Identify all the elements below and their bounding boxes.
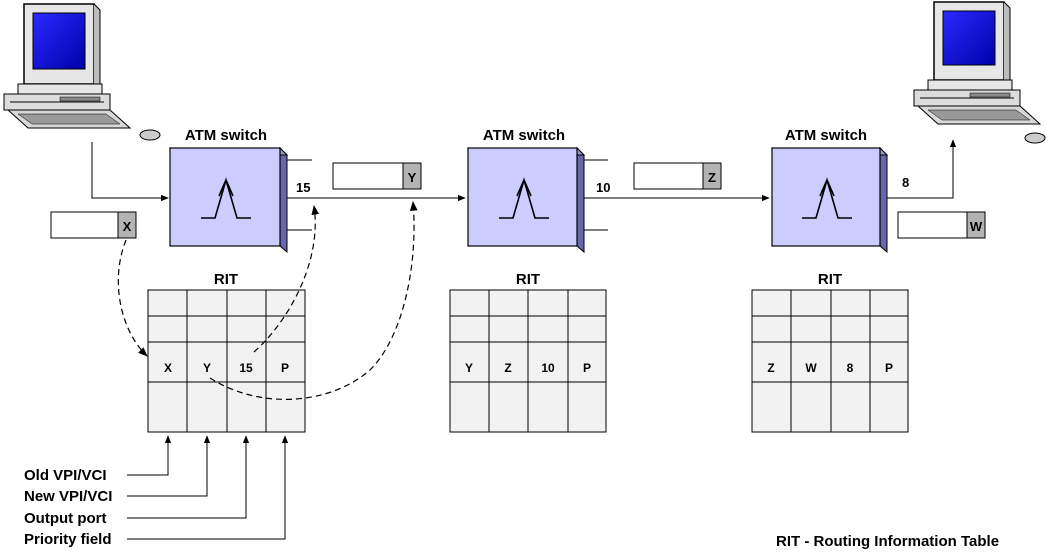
atm-switch-2: ATM switch 10 xyxy=(466,127,610,254)
rit-1-label: RIT xyxy=(214,271,238,288)
field-label-new-vpi: New VPI/VCI xyxy=(24,488,112,505)
cell-label-z: Z xyxy=(708,170,716,185)
cell-out-switch-1: Y xyxy=(332,162,422,190)
legend-text: RIT - Routing Information Table xyxy=(776,533,999,550)
switch-3-port-label: 8 xyxy=(902,175,909,190)
cell-out-switch-2: Z xyxy=(633,162,722,190)
rit-3-label: RIT xyxy=(818,271,842,288)
field-labels: Old VPI/VCI New VPI/VCI Output port Prio… xyxy=(24,467,112,548)
rit-1-cell-new: Y xyxy=(203,361,211,375)
rit-table-1: RIT X Y 15 P xyxy=(147,271,306,433)
switch-1-port-label: 15 xyxy=(296,180,310,195)
rit-3-cell-old: Z xyxy=(767,361,774,375)
switch-3-label: ATM switch xyxy=(785,127,867,144)
cell-label-y: Y xyxy=(408,170,417,185)
switch-2-port-label: 10 xyxy=(596,180,610,195)
switch-2-label: ATM switch xyxy=(483,127,565,144)
cell-label-w: W xyxy=(970,219,983,234)
computer-icon-destination xyxy=(913,1,1046,144)
atm-switch-3: ATM switch 8 xyxy=(770,127,909,254)
cell-label-x: X xyxy=(123,219,132,234)
links xyxy=(91,139,957,202)
atm-switch-1: ATM switch 15 xyxy=(168,127,312,254)
rit-1-cell-old: X xyxy=(164,361,172,375)
switch-1-label: ATM switch xyxy=(185,127,267,144)
rit-3-cell-port: 8 xyxy=(847,361,854,375)
field-label-output-port: Output port xyxy=(24,510,106,527)
rit-1-cell-port: 15 xyxy=(239,361,253,375)
rit-2-cell-new: Z xyxy=(504,361,511,375)
rit-2-label: RIT xyxy=(516,271,540,288)
rit-3-cell-new: W xyxy=(805,361,817,375)
computer-icon-source xyxy=(3,3,161,141)
cell-out-switch-3: W xyxy=(897,211,986,239)
rit-table-3: RIT Z W 8 P xyxy=(751,271,909,433)
rit-2-cell-old: Y xyxy=(465,361,473,375)
field-label-priority: Priority field xyxy=(24,531,112,548)
field-pointers xyxy=(127,435,289,540)
rit-table-2: RIT Y Z 10 P xyxy=(449,271,607,433)
rit-1-cell-priority: P xyxy=(281,361,289,375)
lookup-arrows xyxy=(117,201,418,400)
field-label-old-vpi: Old VPI/VCI xyxy=(24,467,107,484)
rit-2-cell-priority: P xyxy=(583,361,591,375)
cell-in-switch-1: X xyxy=(50,211,137,239)
rit-2-cell-port: 10 xyxy=(541,361,555,375)
rit-3-cell-priority: P xyxy=(885,361,893,375)
